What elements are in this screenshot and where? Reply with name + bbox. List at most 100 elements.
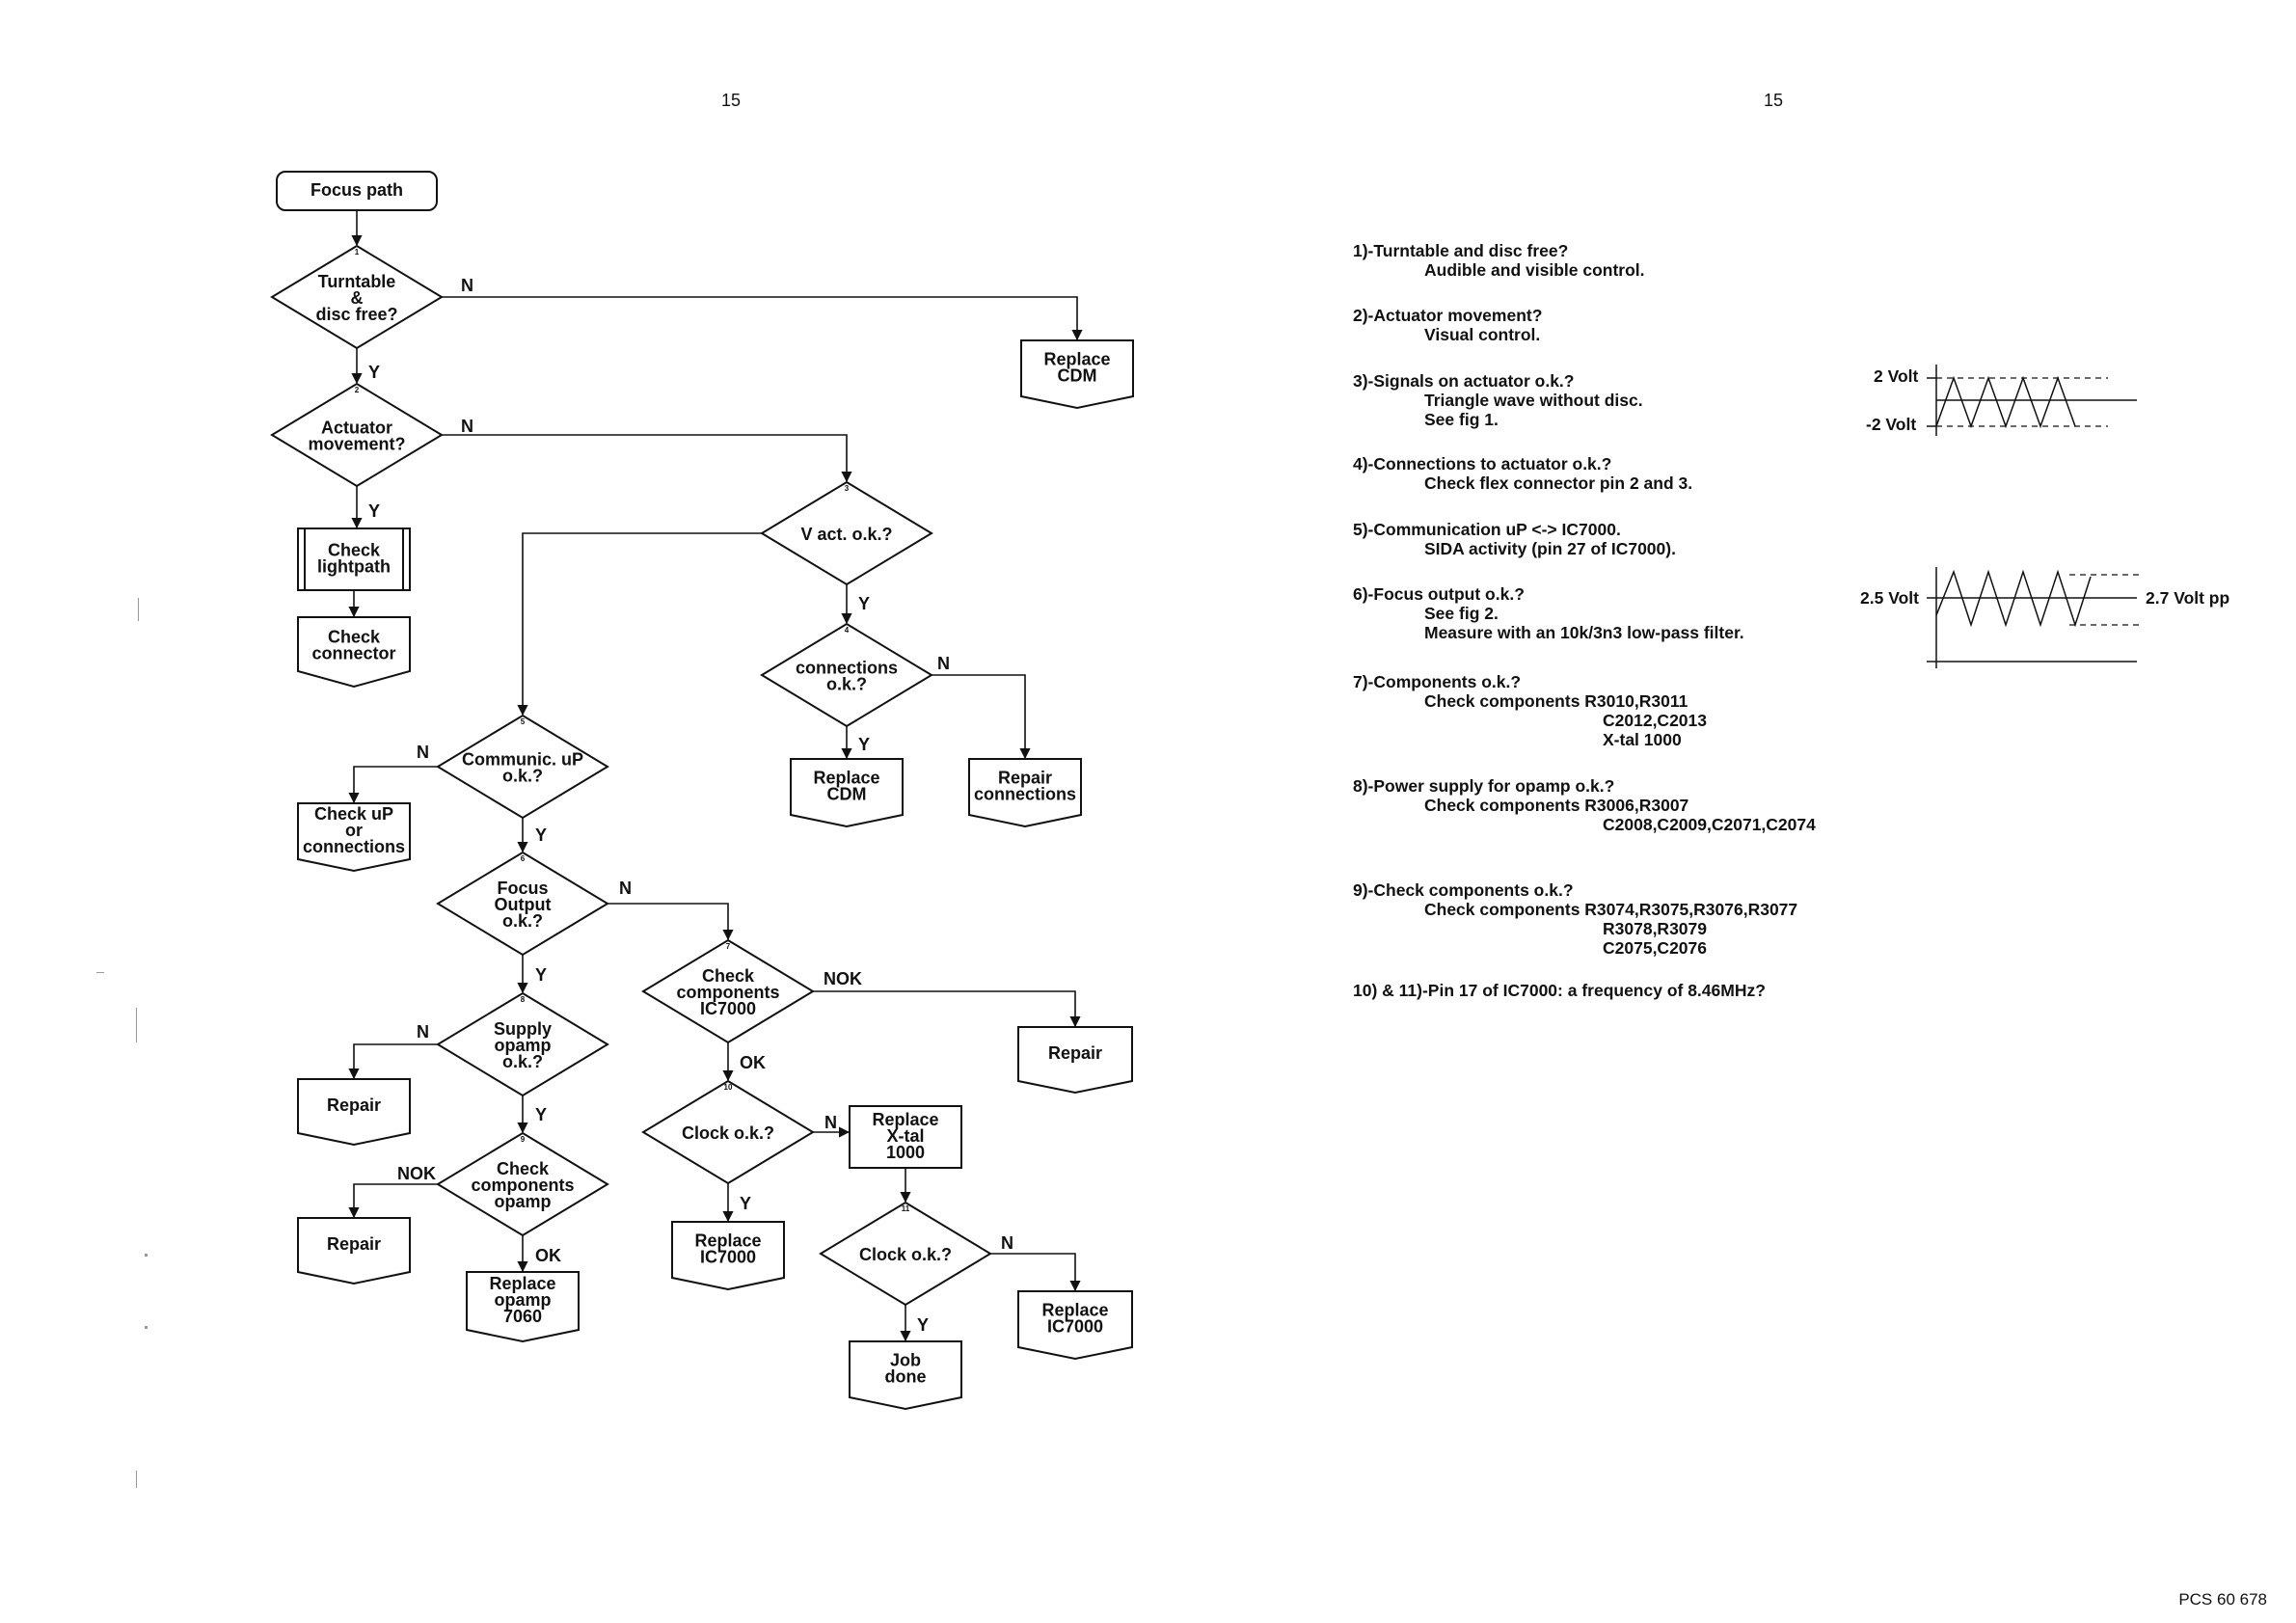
fig1-lower-label: -2 Volt [1866, 415, 1917, 434]
repair-1-node: Repair [1017, 1026, 1133, 1095]
document-footer: PCS 60 678 [2178, 1590, 2267, 1609]
note-heading: 5)-Communication uP <-> IC7000. [1353, 520, 1621, 539]
note-5: 5)-Communication uP <-> IC7000.SIDA acti… [1353, 520, 1676, 558]
margin-mark [136, 1008, 137, 1042]
margin-mark [138, 598, 139, 621]
note-1: 1)-Turntable and disc free?Audible and v… [1353, 241, 1645, 280]
edge-label-no: N [417, 1022, 429, 1041]
connections-text: connections [796, 658, 898, 677]
actuator-text: movement? [308, 434, 405, 453]
check-comp-opamp-decision-shape [436, 1131, 609, 1237]
repair-3-action-shape [297, 1217, 411, 1285]
edge-label-yes: Y [535, 825, 547, 845]
edge-label-no: N [461, 276, 473, 295]
fig2-triangle-waveform [1927, 567, 2142, 668]
check-comp-ic-decision-shape [641, 938, 815, 1044]
job-done-text: Job [890, 1350, 921, 1369]
clock-1-decision-shape [641, 1079, 815, 1185]
edge-label-no: N [619, 879, 632, 898]
check-lightpath-text: Check [328, 540, 381, 559]
note-detail: Visual control. [1424, 325, 1541, 344]
check-up-action-shape [297, 802, 411, 873]
connector [517, 532, 762, 717]
repair-1-text: Repair [1048, 1043, 1102, 1063]
start-terminal-text: Focus path [311, 180, 403, 200]
note-detail: SIDA activity (pin 27 of IC7000). [1424, 539, 1676, 558]
check-up-text: connections [303, 837, 405, 856]
repair-2-node: Repair [297, 1078, 411, 1147]
note-heading: 8)-Power supply for opamp o.k.? [1353, 776, 1615, 796]
repair-3-node: Repair [297, 1217, 411, 1285]
edge-label-no: N [824, 1113, 837, 1132]
turntable-step-number: 1 [355, 248, 360, 257]
v-act-text: V act. o.k.? [800, 525, 892, 544]
repair-1-action-shape [1017, 1026, 1133, 1095]
replace-ic-1-action-shape [671, 1221, 785, 1291]
note-detail: Check flex connector pin 2 and 3. [1424, 473, 1693, 493]
edge-label-yes: Y [858, 594, 870, 613]
replace-ic-1-text: Replace [694, 1231, 761, 1250]
edge-label-no: N [1001, 1233, 1013, 1253]
communic-step-number: 5 [521, 717, 526, 726]
check-lightpath-process-shape [297, 527, 411, 591]
connector [813, 990, 1081, 1028]
note-heading: 6)-Focus output o.k.? [1353, 584, 1525, 604]
replace-cdm-2-text: CDM [827, 784, 867, 803]
connections-text: o.k.? [826, 674, 867, 693]
replace-cdm-1-text: CDM [1058, 365, 1097, 385]
supply-opamp-text: Supply [494, 1019, 552, 1039]
turntable-decision-shape [270, 244, 444, 350]
note-heading: 3)-Signals on actuator o.k.? [1353, 371, 1575, 391]
repair-connections-text: Repair [998, 768, 1052, 787]
note-heading: 7)-Components o.k.? [1353, 672, 1522, 691]
replace-opamp-text: 7060 [503, 1307, 542, 1326]
connector [990, 1253, 1081, 1292]
check-lightpath-text: lightpath [317, 556, 391, 576]
check-comp-ic-step-number: 7 [726, 942, 731, 951]
replace-opamp-action-shape [466, 1271, 580, 1343]
connector [348, 1043, 438, 1080]
clock-2-decision-shape [819, 1201, 992, 1307]
repair-connections-action-shape [968, 758, 1082, 828]
v-act-step-number: 3 [845, 484, 850, 493]
check-connector-text: Check [328, 627, 381, 646]
edge-label-nok: NOK [824, 969, 862, 988]
replace-cdm-2-action-shape [790, 758, 904, 828]
edge-label-ok: OK [740, 1053, 766, 1072]
connector [442, 434, 852, 483]
connections-step-number: 4 [845, 626, 850, 635]
turntable-text: & [351, 288, 364, 308]
check-comp-opamp-text: components [471, 1176, 574, 1195]
flowchart-connectors [348, 210, 1083, 1342]
note-10: 10) & 11)-Pin 17 of IC7000: a frequency … [1353, 981, 1766, 1000]
fig2-left-label: 2.5 Volt [1860, 588, 1919, 608]
replace-xtal-text: Replace [872, 1110, 938, 1129]
edge-label-yes: Y [535, 1105, 547, 1124]
note-detail: Check components R3010,R3011 [1424, 691, 1688, 711]
edge-label-no: N [937, 654, 950, 673]
note-detail: See fig 2. [1424, 604, 1499, 623]
check-comp-ic-text: Check [702, 966, 755, 986]
turntable-text: disc free? [315, 305, 397, 324]
actuator-text: Actuator [321, 418, 392, 437]
note-8: 8)-Power supply for opamp o.k.?Check com… [1353, 776, 1816, 834]
replace-ic-2-action-shape [1017, 1290, 1133, 1361]
note-detail: Check components R3074,R3075,R3076,R3077 [1424, 900, 1798, 919]
replace-ic-2-text: Replace [1041, 1300, 1108, 1319]
connector [348, 1183, 438, 1219]
note-detail: X-tal 1000 [1603, 730, 1682, 749]
focus-output-text: o.k.? [502, 911, 543, 931]
edge-label-yes: Y [917, 1315, 929, 1335]
